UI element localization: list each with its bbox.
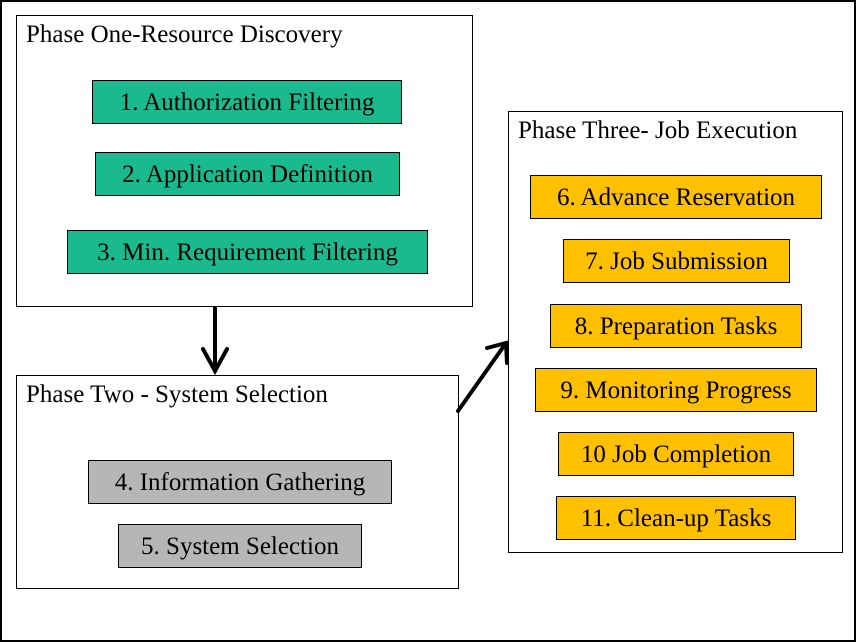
step-job-submission: 7. Job Submission (563, 239, 790, 283)
step-authorization-filtering: 1. Authorization Filtering (92, 80, 402, 124)
step-min-requirement-filtering: 3. Min. Requirement Filtering (67, 230, 428, 274)
step-clean-up-tasks: 11. Clean-up Tasks (556, 496, 796, 540)
step-advance-reservation: 6. Advance Reservation (530, 175, 822, 219)
arrow-phase-one-to-two (201, 306, 229, 376)
step-job-completion: 10 Job Completion (558, 432, 794, 476)
phase-two-title: Phase Two - System Selection (26, 381, 328, 408)
phase-three-title: Phase Three- Job Execution (518, 117, 798, 144)
step-system-selection: 5. System Selection (118, 524, 362, 568)
step-application-definition: 2. Application Definition (95, 152, 400, 196)
arrow-phase-two-to-three (456, 340, 509, 413)
step-preparation-tasks: 8. Preparation Tasks (550, 304, 802, 348)
phase-one-title: Phase One-Resource Discovery (26, 21, 343, 48)
step-monitoring-progress: 9. Monitoring Progress (535, 368, 817, 412)
step-information-gathering: 4. Information Gathering (88, 460, 392, 504)
